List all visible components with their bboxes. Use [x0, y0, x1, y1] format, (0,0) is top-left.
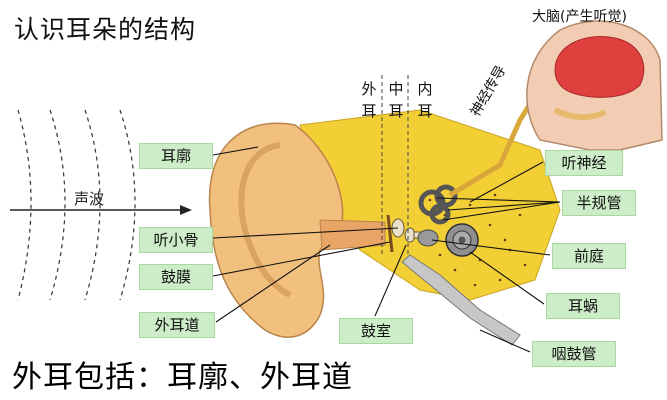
summary-text: 外耳包括：耳廓、外耳道: [12, 352, 353, 396]
sound-wave-label: 声波: [74, 188, 104, 209]
region-outer-1: 外: [360, 78, 378, 100]
label-auditory-nerve: 听神经: [545, 150, 623, 176]
region-inner-1: 内: [416, 78, 434, 100]
page-title: 认识耳朵的结构: [14, 10, 196, 46]
region-middle: 中 耳: [387, 78, 405, 122]
label-tympanic-cavity: 鼓室: [339, 318, 413, 344]
region-inner-2: 耳: [416, 100, 434, 122]
label-auricle: 耳廓: [139, 143, 213, 169]
label-eardrum: 鼓膜: [139, 264, 213, 290]
region-inner: 内 耳: [416, 78, 434, 122]
region-middle-2: 耳: [387, 100, 405, 122]
vestibule-shape: [418, 230, 438, 246]
region-outer-2: 耳: [360, 100, 378, 122]
region-outer: 外 耳: [360, 78, 378, 122]
label-cochlea: 耳蜗: [546, 293, 620, 319]
brain-shape: [555, 37, 644, 98]
cochlea-shape: [446, 224, 478, 256]
label-ossicles: 听小骨: [139, 227, 213, 253]
label-eustachian-tube: 咽鼓管: [532, 341, 616, 367]
label-ear-canal: 外耳道: [139, 312, 215, 338]
label-vestibule: 前庭: [552, 243, 626, 269]
region-middle-1: 中: [387, 78, 405, 100]
brain-label: 大脑(产生听觉): [532, 6, 627, 26]
label-semicircular-canals: 半规管: [562, 190, 636, 216]
